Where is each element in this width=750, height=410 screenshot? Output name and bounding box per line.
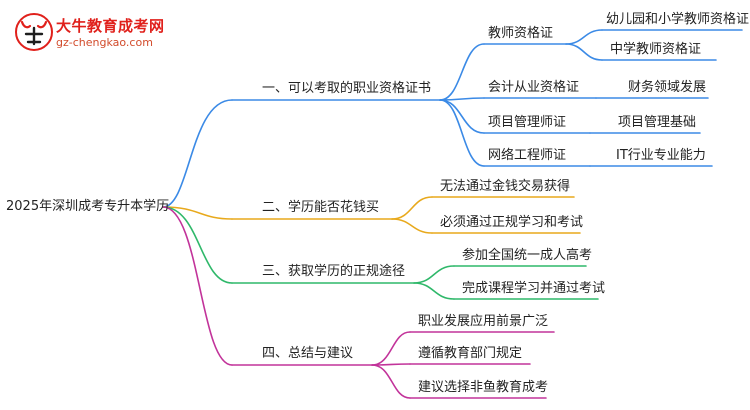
branch-1-node-4-label: 网络工程师证 — [488, 148, 567, 163]
connector-root-branch-1 — [162, 99, 233, 208]
bull-logo-icon — [15, 13, 53, 51]
branch-1-node-3-label: 项目管理师证 — [488, 115, 567, 130]
connector-branch-2-node-1 — [391, 196, 433, 220]
connector-branch-4-node-3 — [371, 364, 411, 399]
branch-4-node-3-label: 建议选择非鱼教育成考 — [418, 380, 549, 395]
site-logo[interactable]: 大牛教育成考网 gz-chengkao.com — [14, 12, 174, 56]
branch-4-node-1-label: 职业发展应用前景广泛 — [418, 314, 549, 329]
connector-branch-4-node-1 — [371, 331, 411, 366]
connector-node-1-1-leaf-2 — [565, 43, 603, 61]
connector-node-1-1-leaf-1 — [565, 29, 603, 45]
connector-root-branch-4 — [162, 206, 233, 366]
connector-branch-1-node-4 — [439, 99, 485, 167]
branch-1-node-1-leaf-1: 幼儿园和小学教师资格证 — [606, 12, 750, 27]
logo-name: 大牛教育成考网 — [56, 17, 165, 35]
branch-1-node-1-label: 教师资格证 — [488, 26, 554, 41]
branch-3-node-1-label: 参加全国统一成人高考 — [462, 248, 593, 263]
branch-4-label: 四、总结与建议 — [262, 346, 354, 361]
connector-root-branch-2 — [162, 206, 233, 220]
connector-branch-1-node-3 — [439, 99, 485, 134]
branch-2-label: 二、学历能否花钱买 — [262, 200, 380, 215]
branch-3-node-2-label: 完成课程学习并通过考试 — [462, 281, 606, 296]
connector-branch-3-node-1 — [413, 265, 455, 284]
connector-branch-2-node-2 — [391, 218, 433, 234]
branch-1-node-2-leaf-1: 财务领域发展 — [628, 80, 707, 95]
connector-root-branch-3 — [162, 206, 233, 284]
branch-1-node-1-leaf-2: 中学教师资格证 — [610, 42, 702, 57]
branch-1-node-2-label: 会计从业资格证 — [488, 80, 580, 95]
branch-4-node-2-label: 遵循教育部门规定 — [418, 346, 523, 361]
connector-branch-3-node-2 — [413, 282, 455, 300]
root-node: 2025年深圳成考专升本学历 — [6, 199, 170, 214]
logo-url: gz-chengkao.com — [56, 36, 153, 49]
branch-3-label: 三、获取学历的正规途径 — [262, 264, 406, 279]
connector-branch-1-node-1 — [439, 43, 485, 101]
branch-2-node-2-label: 必须通过正规学习和考试 — [440, 215, 584, 230]
branch-1-node-4-leaf-1: IT行业专业能力 — [616, 148, 706, 163]
branch-2-node-1-label: 无法通过金钱交易获得 — [440, 179, 571, 194]
branch-1-label: 一、可以考取的职业资格证书 — [262, 81, 432, 96]
branch-1-node-3-leaf-1: 项目管理基础 — [618, 115, 697, 130]
